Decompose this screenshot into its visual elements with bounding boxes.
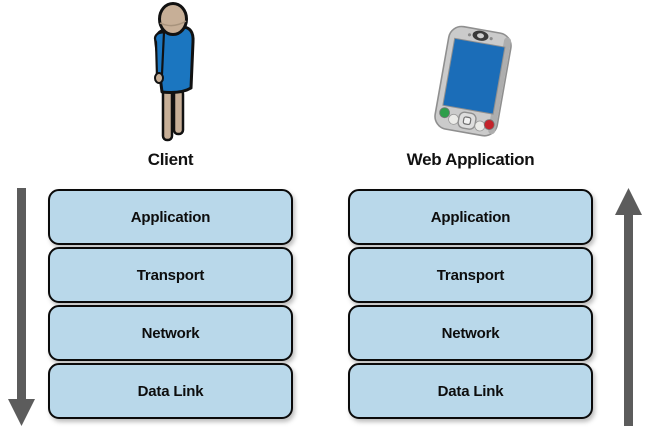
- layer-box-datalink: Data Link: [348, 363, 593, 419]
- layer-box-application: Application: [48, 189, 293, 245]
- up-arrow-icon: [611, 188, 647, 428]
- client-label: Client: [147, 150, 194, 169]
- web-application-label: Web Application: [406, 150, 535, 169]
- person-icon: [153, 2, 195, 142]
- client-protocol-stack: Application Transport Network Data Link: [48, 189, 293, 419]
- layer-box-network: Network: [48, 305, 293, 361]
- client-person-icon: [138, 2, 204, 147]
- layer-box-application: Application: [348, 189, 593, 245]
- down-arrow-icon: [4, 188, 40, 428]
- server-protocol-stack: Application Transport Network Data Link: [348, 189, 593, 419]
- layer-box-transport: Transport: [48, 247, 293, 303]
- layer-box-network: Network: [348, 305, 593, 361]
- layer-box-transport: Transport: [348, 247, 593, 303]
- layer-box-datalink: Data Link: [48, 363, 293, 419]
- web-application-device-icon: [413, 24, 531, 146]
- pda-icon: [434, 25, 512, 137]
